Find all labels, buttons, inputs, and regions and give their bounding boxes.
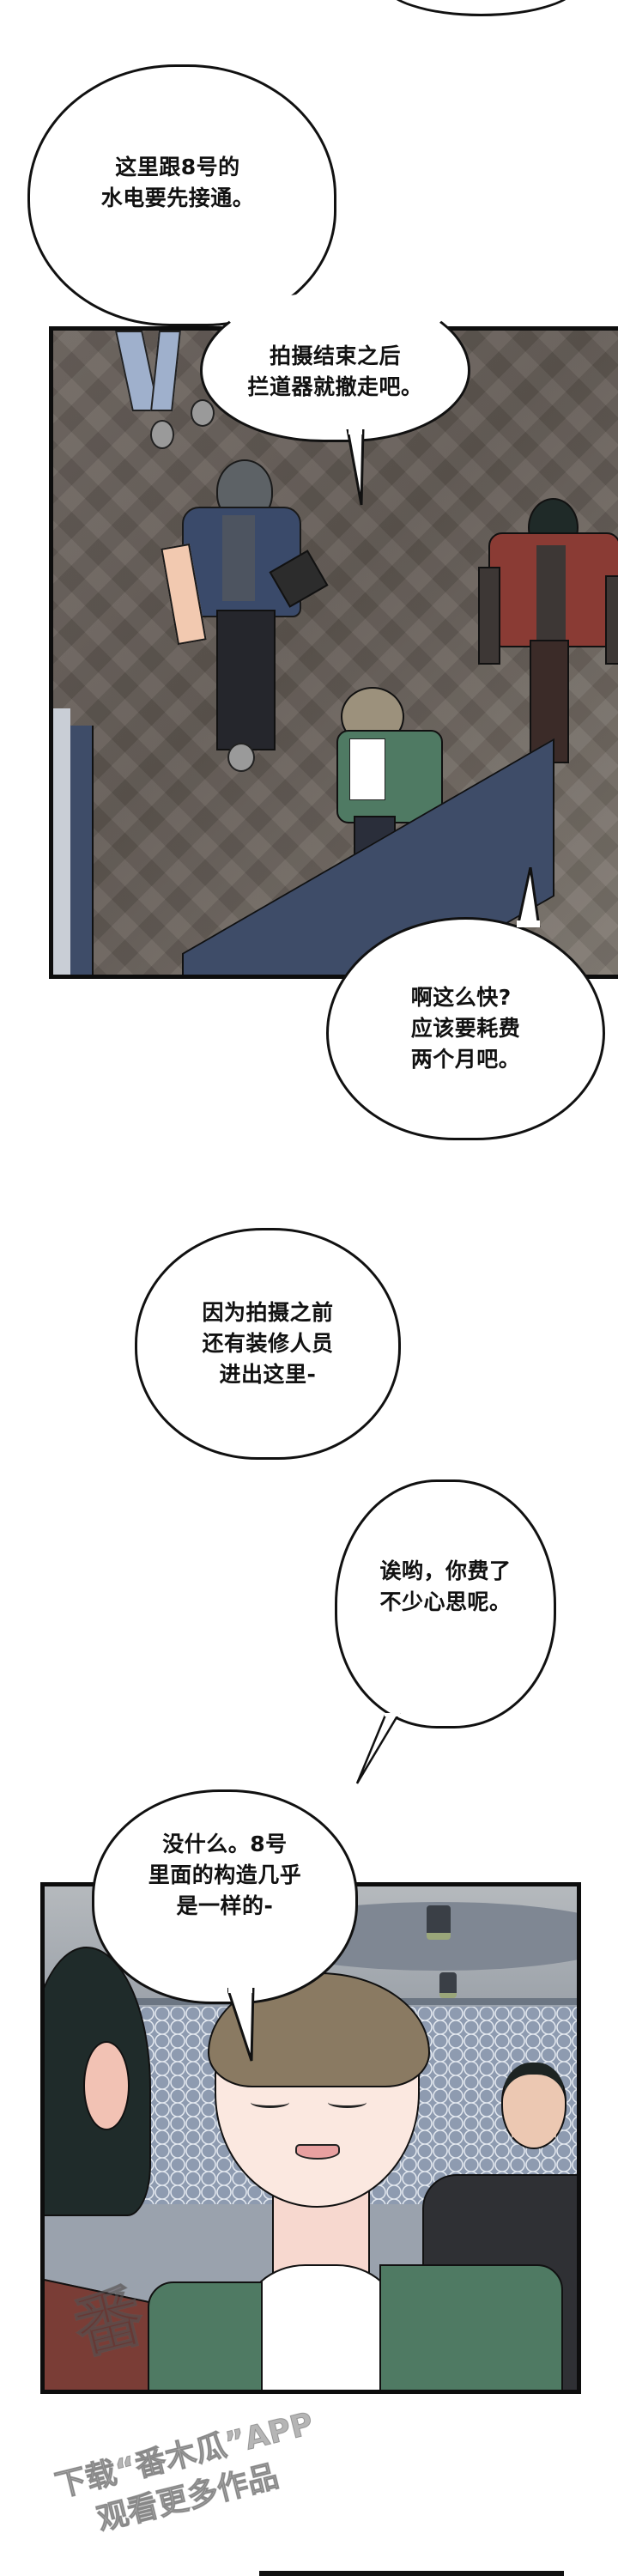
trousers <box>216 610 276 750</box>
speech-bubble-4: 因为拍摄之前 还有装修人员 进出这里- <box>135 1228 401 1460</box>
foreground-man-ear <box>83 2041 130 2130</box>
speech-tail-6 <box>227 1988 255 2062</box>
green-jacket-right <box>379 2264 563 2390</box>
background-man-head <box>501 2063 566 2149</box>
speech-bubble-6: 没什么。8号 里面的构造几乎 是一样的- <box>92 1789 358 2004</box>
speech-text-2: 拍摄结束之后 拦道器就撤走吧。 <box>247 343 423 399</box>
speech-text-4: 因为拍摄之前 还有装修人员 进出这里- <box>202 1300 334 1387</box>
speech-tail-2 <box>346 429 365 506</box>
arm <box>605 575 618 665</box>
camera-man-figure <box>161 459 332 772</box>
speech-bubble-5: 诶哟，你费了 不少心思呢。 <box>335 1479 556 1728</box>
track-light-icon <box>439 1972 457 1998</box>
speech-bubble-1: 这里跟8号的 水电要先接通。 <box>27 64 336 326</box>
speech-bubble-2: 拍摄结束之后 拦道器就撤走吧。 <box>200 292 470 442</box>
speech-text-3: 啊这么快? 应该要耗费 两个月吧。 <box>410 985 521 1072</box>
panel-3-top-edge <box>259 2571 564 2576</box>
red-jacket-man-figure <box>478 498 618 781</box>
track-light-icon <box>427 1905 451 1940</box>
white-tshirt <box>242 2264 400 2390</box>
smiling-mouth <box>295 2144 340 2160</box>
shoe <box>227 743 255 772</box>
speech-text-6: 没什么。8号 里面的构造几乎 是一样的- <box>148 1832 302 1918</box>
smiling-man <box>148 1972 563 2390</box>
dark-shirt <box>536 545 566 640</box>
shirt <box>222 515 255 601</box>
wall-edge-left-light <box>53 708 70 975</box>
trousers <box>530 640 569 763</box>
green-jacket-man-figure <box>328 687 457 859</box>
shoe <box>150 420 174 449</box>
speech-tail-3 <box>516 867 541 927</box>
shoe <box>191 399 215 427</box>
speech-text-5: 诶哟，你费了 不少心思呢。 <box>379 1558 512 1614</box>
green-jacket-left <box>148 2281 263 2390</box>
white-shirt <box>349 738 385 800</box>
speech-tail-5 <box>355 1713 401 1784</box>
partial-bubble-top <box>382 0 580 16</box>
closed-eye-left <box>251 2097 289 2108</box>
speech-bubble-3: 啊这么快? 应该要耗费 两个月吧。 <box>326 917 605 1140</box>
speech-text-1: 这里跟8号的 水电要先接通。 <box>100 154 255 210</box>
arm <box>478 567 500 665</box>
closed-eye-right <box>328 2097 367 2108</box>
